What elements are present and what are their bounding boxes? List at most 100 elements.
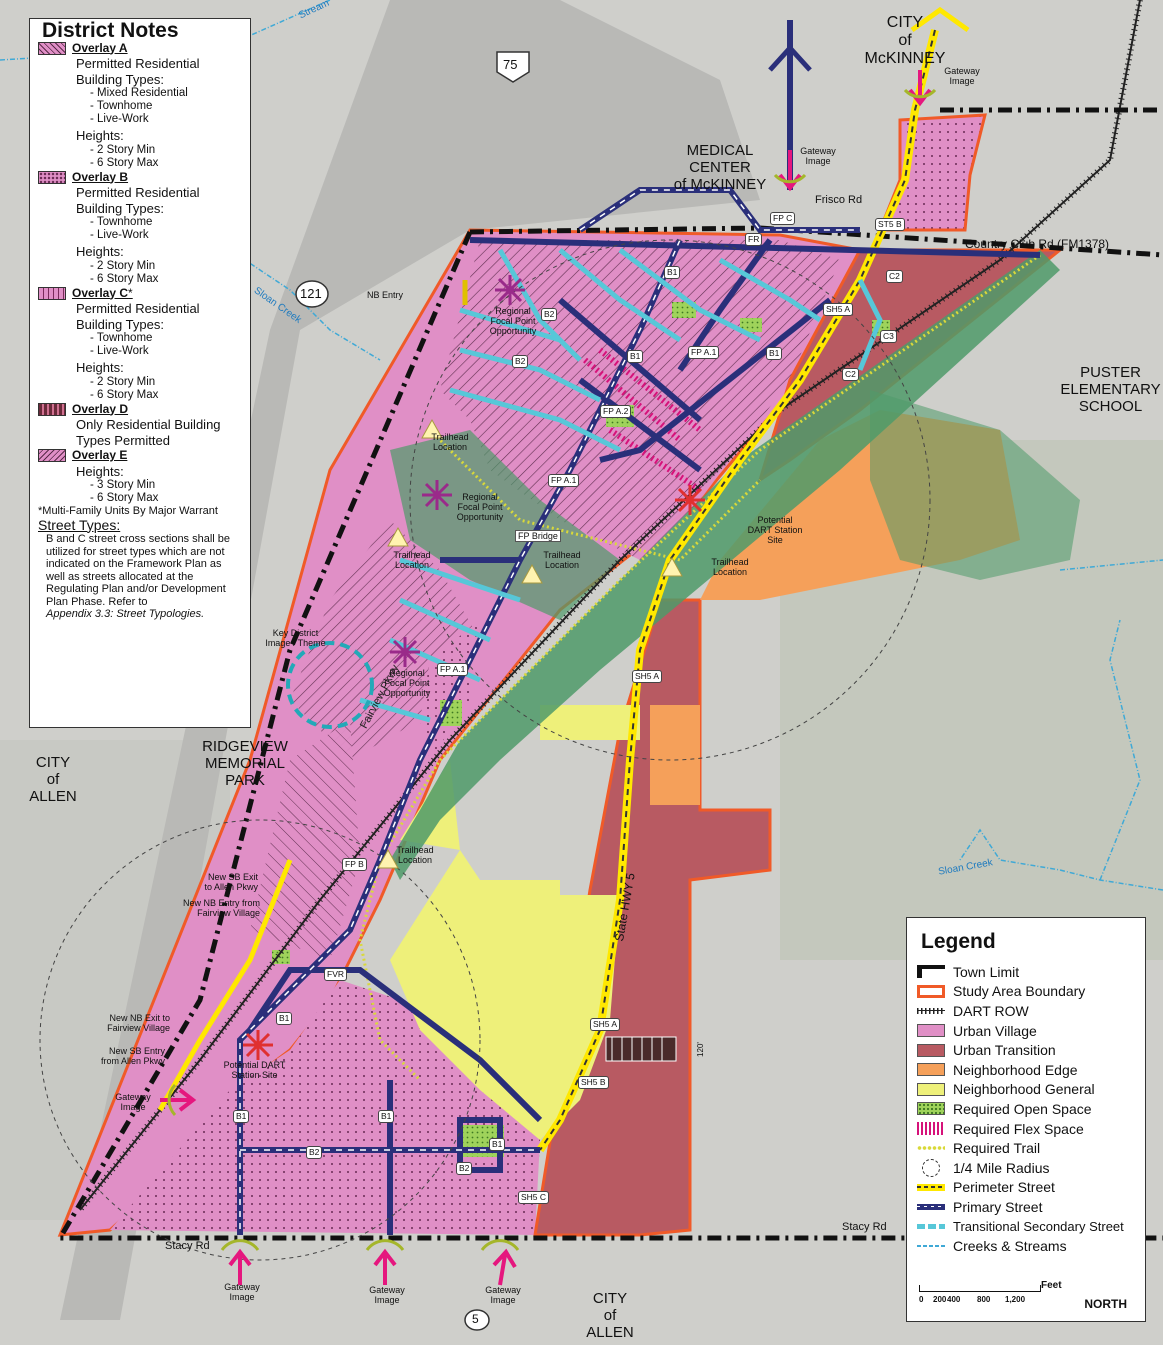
puster-school-label: PUSTER ELEMENTARY SCHOOL bbox=[1060, 364, 1161, 415]
overlay-b-swatch bbox=[38, 170, 66, 184]
street-tag: FR bbox=[745, 233, 763, 246]
legend-item: DART ROW bbox=[917, 1001, 1135, 1021]
street-tag: SH5 A bbox=[632, 670, 663, 683]
city-allen-west-label: CITY of ALLEN bbox=[29, 754, 77, 805]
town-limit bbox=[55, 107, 1163, 1241]
street-types-title: Street Types: bbox=[38, 516, 121, 533]
street-tag: B1 bbox=[489, 1138, 506, 1151]
legend-swatch bbox=[917, 1004, 945, 1018]
legend-swatch bbox=[917, 1122, 945, 1136]
ramp-street bbox=[157, 859, 293, 1112]
street-tag: SH5 C bbox=[518, 1191, 550, 1204]
overlay-c-types-label: Building Types: bbox=[76, 316, 164, 332]
city-mckinney-label: CITY of McKINNEY bbox=[864, 14, 946, 67]
legend-swatch bbox=[917, 1220, 945, 1234]
focal-point-label: Regional Focal Point Opportunity bbox=[456, 492, 504, 522]
street-tag: C2 bbox=[886, 270, 903, 283]
overlay-e-name: Overlay E bbox=[72, 448, 128, 462]
focal-point-stars bbox=[390, 275, 525, 667]
legend-label: Urban Village bbox=[953, 1022, 1037, 1039]
legend-item: Town Limit bbox=[917, 962, 1135, 982]
legend-item: Primary Street bbox=[917, 1197, 1135, 1217]
legend-swatch bbox=[922, 1158, 940, 1177]
gateway-label: Gateway Image bbox=[485, 1285, 521, 1305]
highway-shields bbox=[295, 51, 530, 1331]
legend-item: 1/4 Mile Radius bbox=[917, 1158, 1135, 1178]
legend-label: 1/4 Mile Radius bbox=[953, 1159, 1050, 1176]
primary-street-center bbox=[239, 189, 860, 1235]
legend-label: Study Area Boundary bbox=[953, 983, 1086, 1000]
street-tag: B2 bbox=[541, 308, 558, 321]
new-nb-entry-label: New NB Entry from Fairview Village bbox=[182, 898, 260, 918]
gateway-label: Gateway Image bbox=[115, 1092, 151, 1112]
legend-item: Urban Village bbox=[917, 1021, 1135, 1041]
street-tag: B2 bbox=[512, 355, 529, 368]
overlay-c-height: - 2 Story Min bbox=[90, 375, 156, 388]
scale-tick-label: 400 bbox=[947, 1295, 961, 1304]
street-tag: FP B bbox=[342, 858, 367, 871]
nb-entry-label: NB Entry bbox=[367, 290, 404, 300]
trailhead-label: Trailhead Location bbox=[396, 845, 434, 865]
overlay-a-type: - Townhome bbox=[90, 100, 153, 112]
overlay-b-use: Permitted Residential bbox=[76, 185, 200, 200]
legend-label: Neighborhood General bbox=[953, 1081, 1095, 1098]
overlay-e-west bbox=[250, 720, 360, 960]
street-tag: B1 bbox=[233, 1110, 250, 1123]
overlay-a-name: Overlay A bbox=[72, 40, 128, 55]
overlay-e-height: - 3 Story Min bbox=[90, 479, 156, 491]
overlay-e-heights-label: Heights: bbox=[76, 463, 124, 479]
scale-bar-line bbox=[919, 1285, 1041, 1292]
gateway-label: Gateway Image bbox=[369, 1285, 405, 1305]
street-tag: B1 bbox=[664, 266, 681, 279]
overlay-b-type: - Live-Work bbox=[90, 229, 149, 241]
legend-label: Primary Street bbox=[953, 1198, 1043, 1215]
trailhead-label: Trailhead Location bbox=[431, 432, 469, 452]
legend-swatch bbox=[917, 1063, 945, 1077]
key-district-circle bbox=[286, 641, 374, 729]
city-allen-south-label: CITY of ALLEN bbox=[586, 1290, 634, 1341]
dart-station-sw-label: Potential DART Station Site bbox=[223, 1060, 286, 1080]
legend-swatch bbox=[917, 1082, 945, 1096]
street-types-text: B and C street cross sections shall be u… bbox=[46, 533, 231, 608]
new-sb-exit-label: New SB Exit to Allen Pkwy bbox=[204, 872, 258, 892]
scale-unit: Feet bbox=[1041, 1280, 1062, 1291]
legend-item: Perimeter Street bbox=[917, 1178, 1135, 1198]
scale-tick-label: 0 bbox=[919, 1295, 924, 1304]
overlay-d-use: Only Residential Building bbox=[76, 417, 221, 432]
hwy121-shield-label: 121 bbox=[300, 286, 322, 301]
street-tag: SH5 A bbox=[823, 303, 854, 316]
overlay-b-heights-label: Heights: bbox=[76, 244, 124, 259]
gateway-label: Gateway Image bbox=[944, 66, 980, 86]
overlay-b-types-label: Building Types: bbox=[76, 200, 164, 216]
legend-swatch bbox=[917, 1200, 945, 1214]
focal-point-label: Regional Focal Point Opportunity bbox=[383, 668, 431, 698]
overlay-b-type: - Townhome bbox=[90, 216, 153, 228]
legend-swatch bbox=[917, 1102, 945, 1116]
focal-point-label: Regional Focal Point Opportunity bbox=[489, 306, 537, 336]
creek-corridor-west bbox=[390, 430, 620, 620]
street-types-ref: Appendix 3.3: Street Typologies. bbox=[46, 608, 205, 620]
ridgeview-park-label: RIDGEVIEW MEMORIAL PARK bbox=[202, 738, 288, 789]
overlay-e-height: - 6 Story Max bbox=[90, 492, 159, 504]
legend-swatch bbox=[917, 1239, 945, 1253]
zone-neighborhood-edge-south bbox=[650, 705, 700, 805]
street-tag: C3 bbox=[880, 330, 897, 343]
legend-item: Study Area Boundary bbox=[917, 982, 1135, 1002]
street-tag: FP A.1 bbox=[437, 663, 469, 676]
street-tag: B1 bbox=[766, 347, 783, 360]
overlay-a-swatch bbox=[38, 41, 66, 55]
overlay-e-heading: Overlay E bbox=[38, 448, 242, 464]
hwy75-shield-label: 75 bbox=[503, 57, 518, 72]
overlay-e-swatch bbox=[38, 449, 66, 463]
legend-label: Urban Transition bbox=[953, 1042, 1056, 1059]
notes-title: District Notes bbox=[42, 19, 179, 42]
legend-item: Neighborhood Edge bbox=[917, 1060, 1135, 1080]
legend-label: Transitional Secondary Street bbox=[953, 1219, 1124, 1235]
overlay-a-heading: Overlay A bbox=[38, 41, 242, 57]
trailhead-label: Trailhead Location bbox=[711, 557, 749, 577]
overlay-b-heading: Overlay B bbox=[38, 170, 242, 186]
